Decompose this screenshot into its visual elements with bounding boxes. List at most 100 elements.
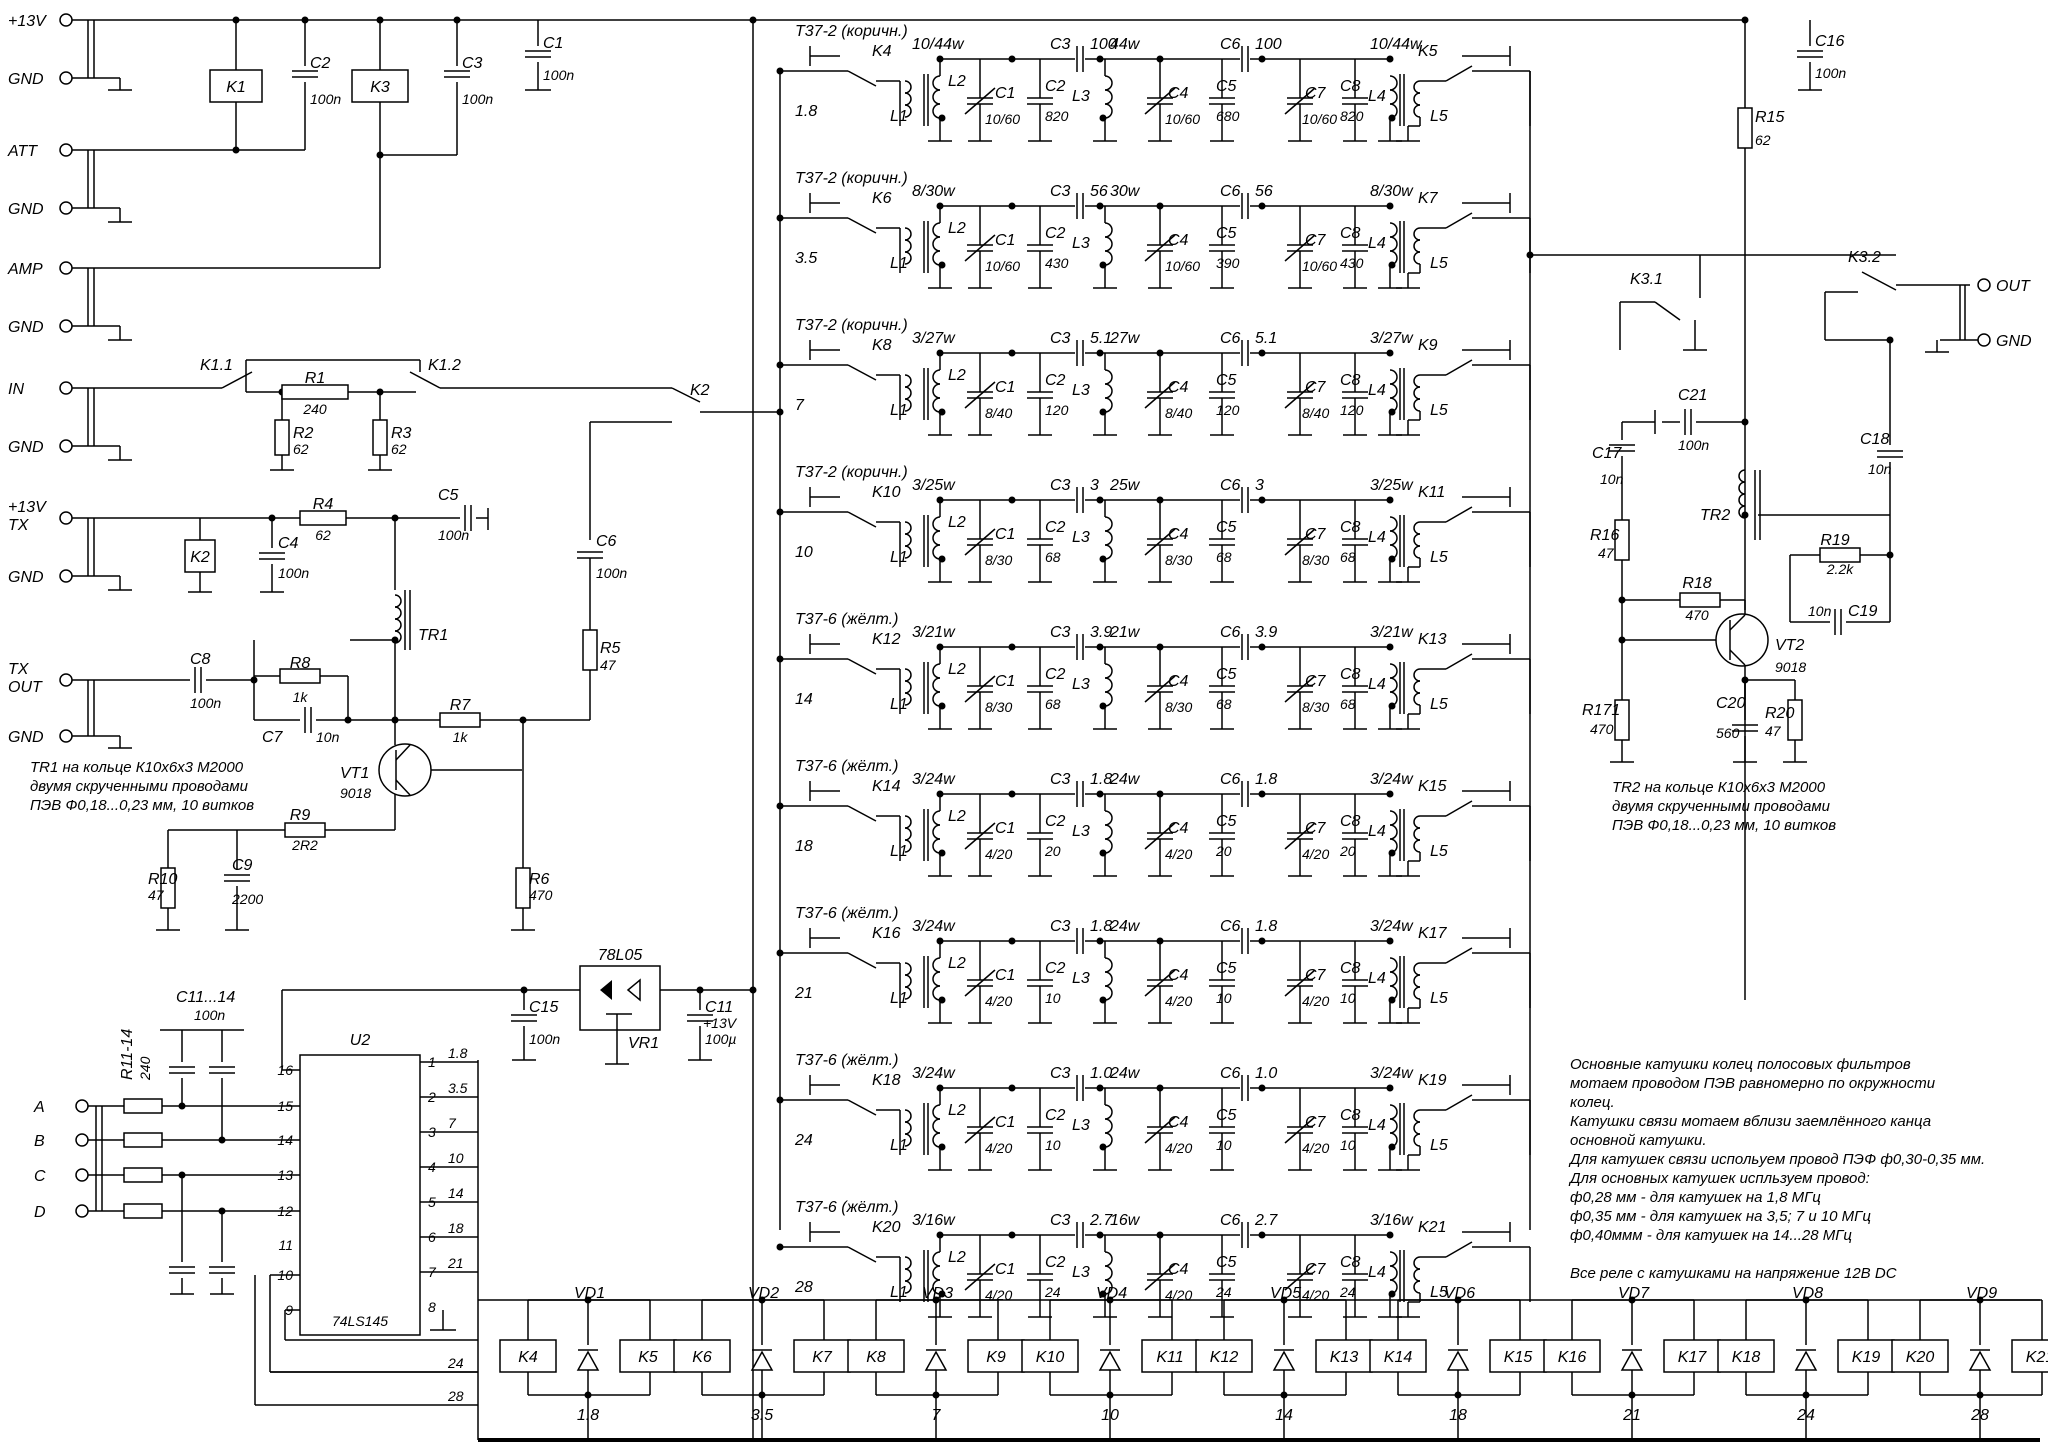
filter-8-c4-value: 4/20	[1165, 1287, 1192, 1303]
filter-2-c5-value: 120	[1216, 402, 1240, 418]
resistor-r6	[515, 867, 531, 909]
filter-6-l4-winding	[1389, 957, 1398, 973]
filter-7-c7-value: 4/20	[1302, 1140, 1329, 1156]
filter-5-dot	[1388, 849, 1396, 857]
filter-8-c6-label: C6	[1220, 1212, 1241, 1229]
u2-pin-number: 8	[428, 1299, 436, 1315]
resistor-r16	[1614, 519, 1630, 561]
filter-5-l4-label: L4	[1368, 823, 1386, 840]
filter-1-dot	[1099, 261, 1107, 269]
junction-dot	[1741, 676, 1749, 684]
filter-5-l3-winding	[1104, 838, 1113, 854]
junction-dot	[232, 146, 240, 154]
resistor-r13	[123, 1167, 163, 1183]
filter-0-l5-winding	[1413, 104, 1421, 118]
tr2-label: TR2	[1700, 507, 1730, 524]
filter-8-c7-trim-arrow	[1284, 1263, 1316, 1291]
u2-pin-number: 12	[277, 1203, 293, 1219]
relay-pair-1-diode-icon	[750, 1350, 774, 1371]
port-in-label: IN	[8, 381, 24, 398]
filter-5-relay-out-label: K15	[1418, 778, 1447, 795]
resistor-r8	[279, 668, 321, 684]
filter-2-c5-label: C5	[1216, 372, 1237, 389]
c11-14-label: C11...14	[176, 989, 235, 1006]
r11-14-label: R11-14	[119, 1029, 136, 1080]
note-line	[1570, 1245, 1985, 1264]
filter-5-l2-winding	[932, 838, 941, 854]
resistor-r19	[1819, 547, 1861, 563]
filter-8-l5-label: L5	[1430, 1284, 1448, 1301]
junction-dot	[1258, 790, 1266, 798]
filter-1-c3-label: C3	[1050, 183, 1071, 200]
junction-dot	[391, 716, 399, 724]
u2-pin-number: 9	[285, 1302, 293, 1318]
c18-value: 10n	[1868, 461, 1892, 477]
filter-7-c4-value: 4/20	[1165, 1140, 1192, 1156]
filter-3-l3-winding	[1104, 544, 1113, 560]
r15-label: R15	[1755, 109, 1784, 126]
filter-7-l4-winding	[1389, 1118, 1398, 1134]
filter-6-c6-value: 1.8	[1255, 918, 1277, 935]
junction-dot	[749, 986, 757, 994]
filter-7-winding-mid: 24w	[1109, 1065, 1141, 1082]
filter-6-c5-label: C5	[1216, 960, 1237, 977]
junction-dot	[376, 151, 384, 159]
c2-label: C2	[310, 55, 331, 72]
filter-4-c7-label: C7	[1305, 673, 1327, 690]
filter-7-band-label: 24	[794, 1132, 813, 1149]
filter-5-c4-value: 4/20	[1165, 846, 1192, 862]
filter-5-c4-trim-arrow	[1144, 822, 1176, 850]
filter-5-c7-label: C7	[1305, 820, 1327, 837]
decoder-output-label: 14	[448, 1185, 464, 1201]
filter-1-relay-in-contact	[847, 217, 877, 234]
filter-6-l1-label: L1	[890, 990, 908, 1007]
resistor-r17	[1614, 699, 1630, 741]
filter-2-l1-winding	[904, 374, 912, 388]
tr2-note-line: ПЭВ Ф0,18...0,23 мм, 10 витков	[1612, 817, 1837, 834]
k1-label: K1	[226, 79, 246, 96]
filter-4-c2-label: C2	[1045, 666, 1066, 683]
relay-pair-5-coil-b-label: K15	[1504, 1349, 1533, 1366]
relay-pair-0-coil-b	[619, 1339, 677, 1373]
junction-dot	[1386, 1231, 1394, 1239]
c16-value: 100n	[1815, 65, 1846, 81]
filter-6-c8-value: 10	[1340, 990, 1356, 1006]
filter-5-l3-label: L3	[1072, 823, 1090, 840]
resistor-r3	[372, 419, 388, 456]
filter-2-l2-winding	[932, 397, 941, 413]
filter-4-c8-label: C8	[1340, 666, 1361, 683]
c4-value: 100n	[278, 565, 309, 581]
junction-dot	[453, 16, 461, 24]
filter-2-c3-value: 5.1	[1090, 330, 1112, 347]
filter-6-l3-winding	[1104, 971, 1113, 987]
junction-dot	[1096, 1231, 1104, 1239]
filter-2-l2-label: L2	[948, 367, 966, 384]
decoder-output-label: 3.5	[448, 1080, 468, 1096]
filter-3-c1-trim-arrow	[964, 528, 996, 556]
filter-5-c6-value: 1.8	[1255, 771, 1277, 788]
filter-3-c4-trim-arrow	[1144, 528, 1176, 556]
tr1-winding	[394, 606, 402, 620]
filter-8-relay-in-contact	[847, 1246, 877, 1263]
resistor-r20	[1787, 699, 1803, 741]
filter-7-c1-label: C1	[995, 1114, 1015, 1131]
filter-0-c3-value: 100	[1090, 36, 1117, 53]
filter-1-dot	[1388, 261, 1396, 269]
filter-2-winding-in: 3/27w	[912, 330, 956, 347]
filter-8-l1-winding	[904, 1268, 912, 1282]
note-line: ф0,40ммм - для катушек на 14...28 МГц	[1570, 1227, 1853, 1244]
relay-pair-6-coil-b-label: K17	[1678, 1349, 1708, 1366]
filter-0-l1-winding	[904, 92, 912, 106]
u2-pin-number: 11	[278, 1237, 293, 1253]
tr2-note-line: двумя скрученными проводами	[1612, 798, 1830, 815]
junction-dot	[1096, 496, 1104, 504]
filter-6-winding-in: 3/24w	[912, 918, 956, 935]
filter-0-c2-value: 820	[1045, 108, 1069, 124]
filter-3-l5-winding	[1413, 533, 1421, 547]
junction-dot	[1386, 496, 1394, 504]
filter-0-l4-winding	[1389, 89, 1398, 105]
filter-3-l3-label: L3	[1072, 529, 1090, 546]
relay-pair-3-coil-a-label: K10	[1036, 1349, 1065, 1366]
filter-3-l1-winding	[904, 533, 912, 547]
filter-7-l5-winding	[1413, 1109, 1421, 1123]
